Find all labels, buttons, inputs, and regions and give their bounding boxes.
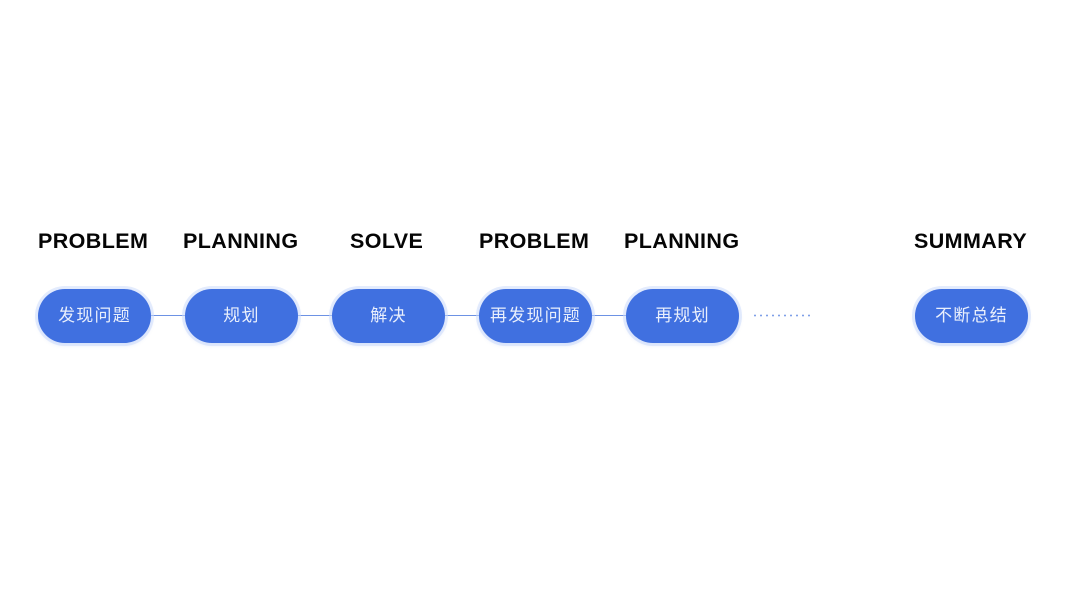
process-node-label: 发现问题 (58, 305, 131, 326)
process-node-label: 规划 (223, 305, 260, 326)
stage-header-planning-1: PLANNING (183, 229, 299, 253)
stage-header-summary: SUMMARY (914, 229, 1028, 253)
stage-header-problem-1: PROBLEM (38, 229, 149, 253)
stage-header-planning-2: PLANNING (624, 229, 740, 253)
stage-header-solve-1: SOLVE (350, 229, 424, 253)
process-node-planning-2[interactable]: 再规划 (626, 289, 739, 343)
connector-solid-3 (445, 315, 479, 317)
process-node-label: 不断总结 (935, 305, 1008, 326)
process-node-solve-1[interactable]: 解决 (332, 289, 445, 343)
process-node-summary[interactable]: 不断总结 (915, 289, 1028, 343)
stage-headers-row: PROBLEM PLANNING SOLVE PROBLEM PLANNING … (0, 224, 1080, 258)
process-node-label: 再发现问题 (490, 305, 581, 326)
connector-dotted-continuation (752, 314, 810, 317)
process-node-label: 再规划 (655, 305, 710, 326)
process-node-planning-1[interactable]: 规划 (185, 289, 298, 343)
process-node-problem-1[interactable]: 发现问题 (38, 289, 151, 343)
connector-solid-1 (151, 315, 185, 317)
connector-solid-2 (298, 315, 332, 317)
process-node-problem-2[interactable]: 再发现问题 (479, 289, 592, 343)
stage-header-problem-2: PROBLEM (479, 229, 590, 253)
process-node-label: 解决 (370, 305, 407, 326)
connector-solid-4 (592, 315, 626, 317)
process-flow-row: 发现问题 规划 解决 再发现问题 再规划 不断总结 (0, 289, 1080, 345)
